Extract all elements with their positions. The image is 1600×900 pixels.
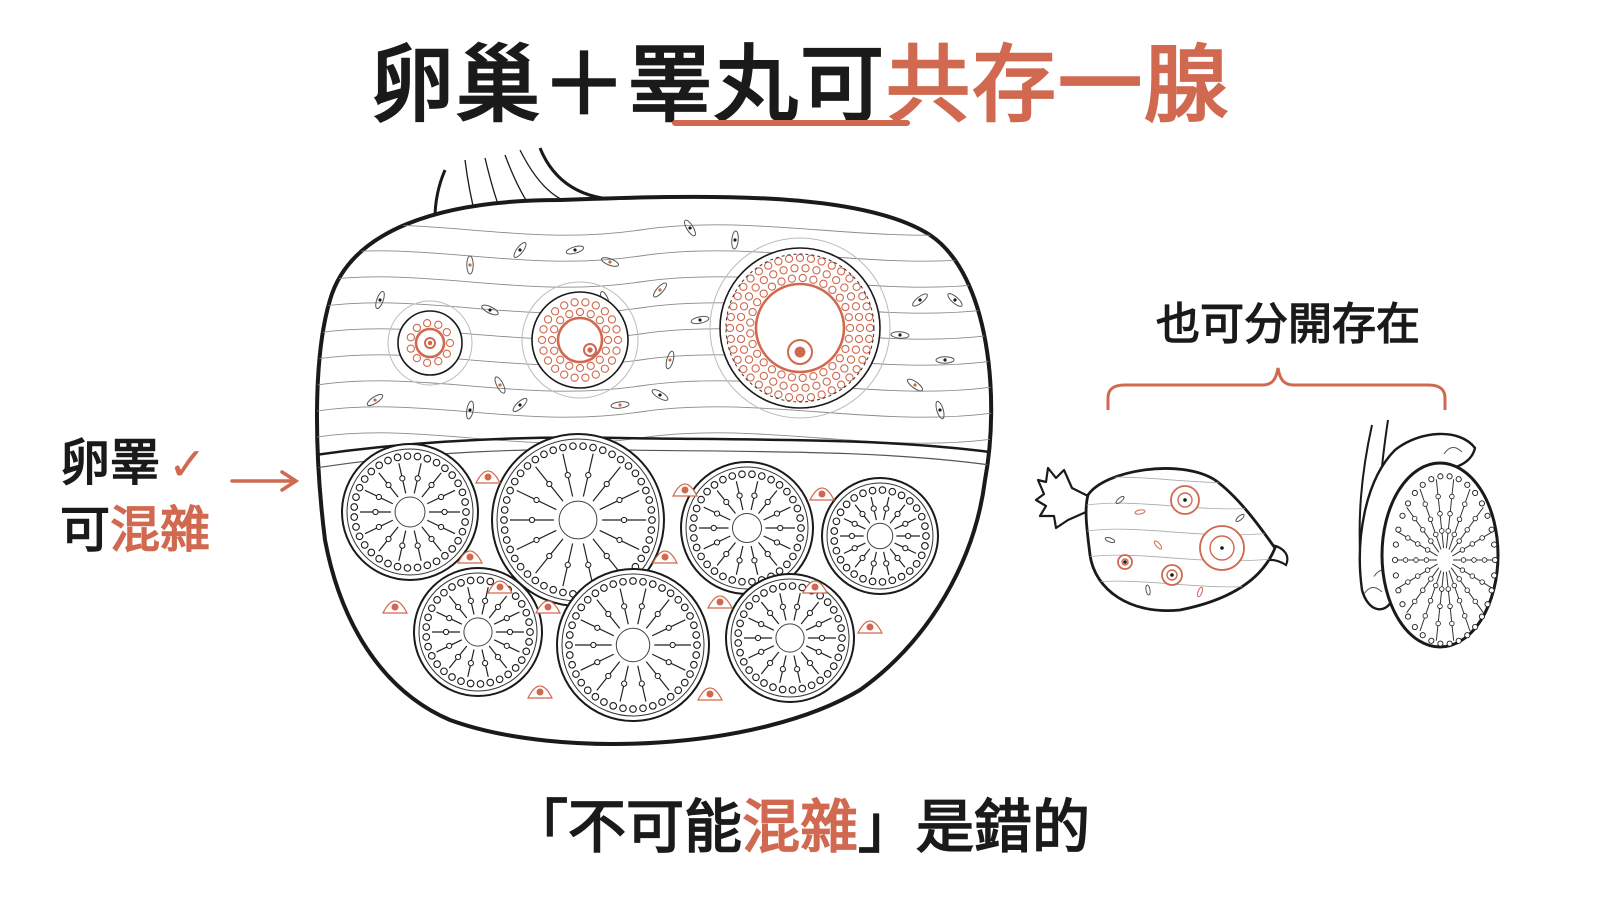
bottom-caption: 「不可能混雜」是錯的 [509,793,1091,861]
right-label: 也可分開存在 [1156,299,1420,350]
ovarian-follicles [387,237,891,419]
left-label-line2: 可混雜 [60,501,210,559]
check-icon: ✓ [168,437,207,491]
stroma-cells [366,219,963,420]
fimbriae [1034,466,1093,530]
interstitial-cells [382,470,883,701]
title-underline [672,120,910,126]
ovary-drawing [1034,466,1289,613]
page-title: 卵巢＋睪丸可共存一腺 [0,18,1600,139]
left-label-line1: 卵睪✓ [60,434,207,492]
bracket [1106,367,1447,410]
title-dark: 卵巢＋睪丸可 [369,36,886,134]
testis-drawing [1358,419,1500,649]
seminiferous-tubules [341,433,939,722]
left-label: 卵睪✓ 可混雜 [60,430,210,563]
pointer-arrow [230,470,300,492]
title-accent: 共存一腺 [886,36,1231,134]
tissue-boundary [316,436,991,457]
